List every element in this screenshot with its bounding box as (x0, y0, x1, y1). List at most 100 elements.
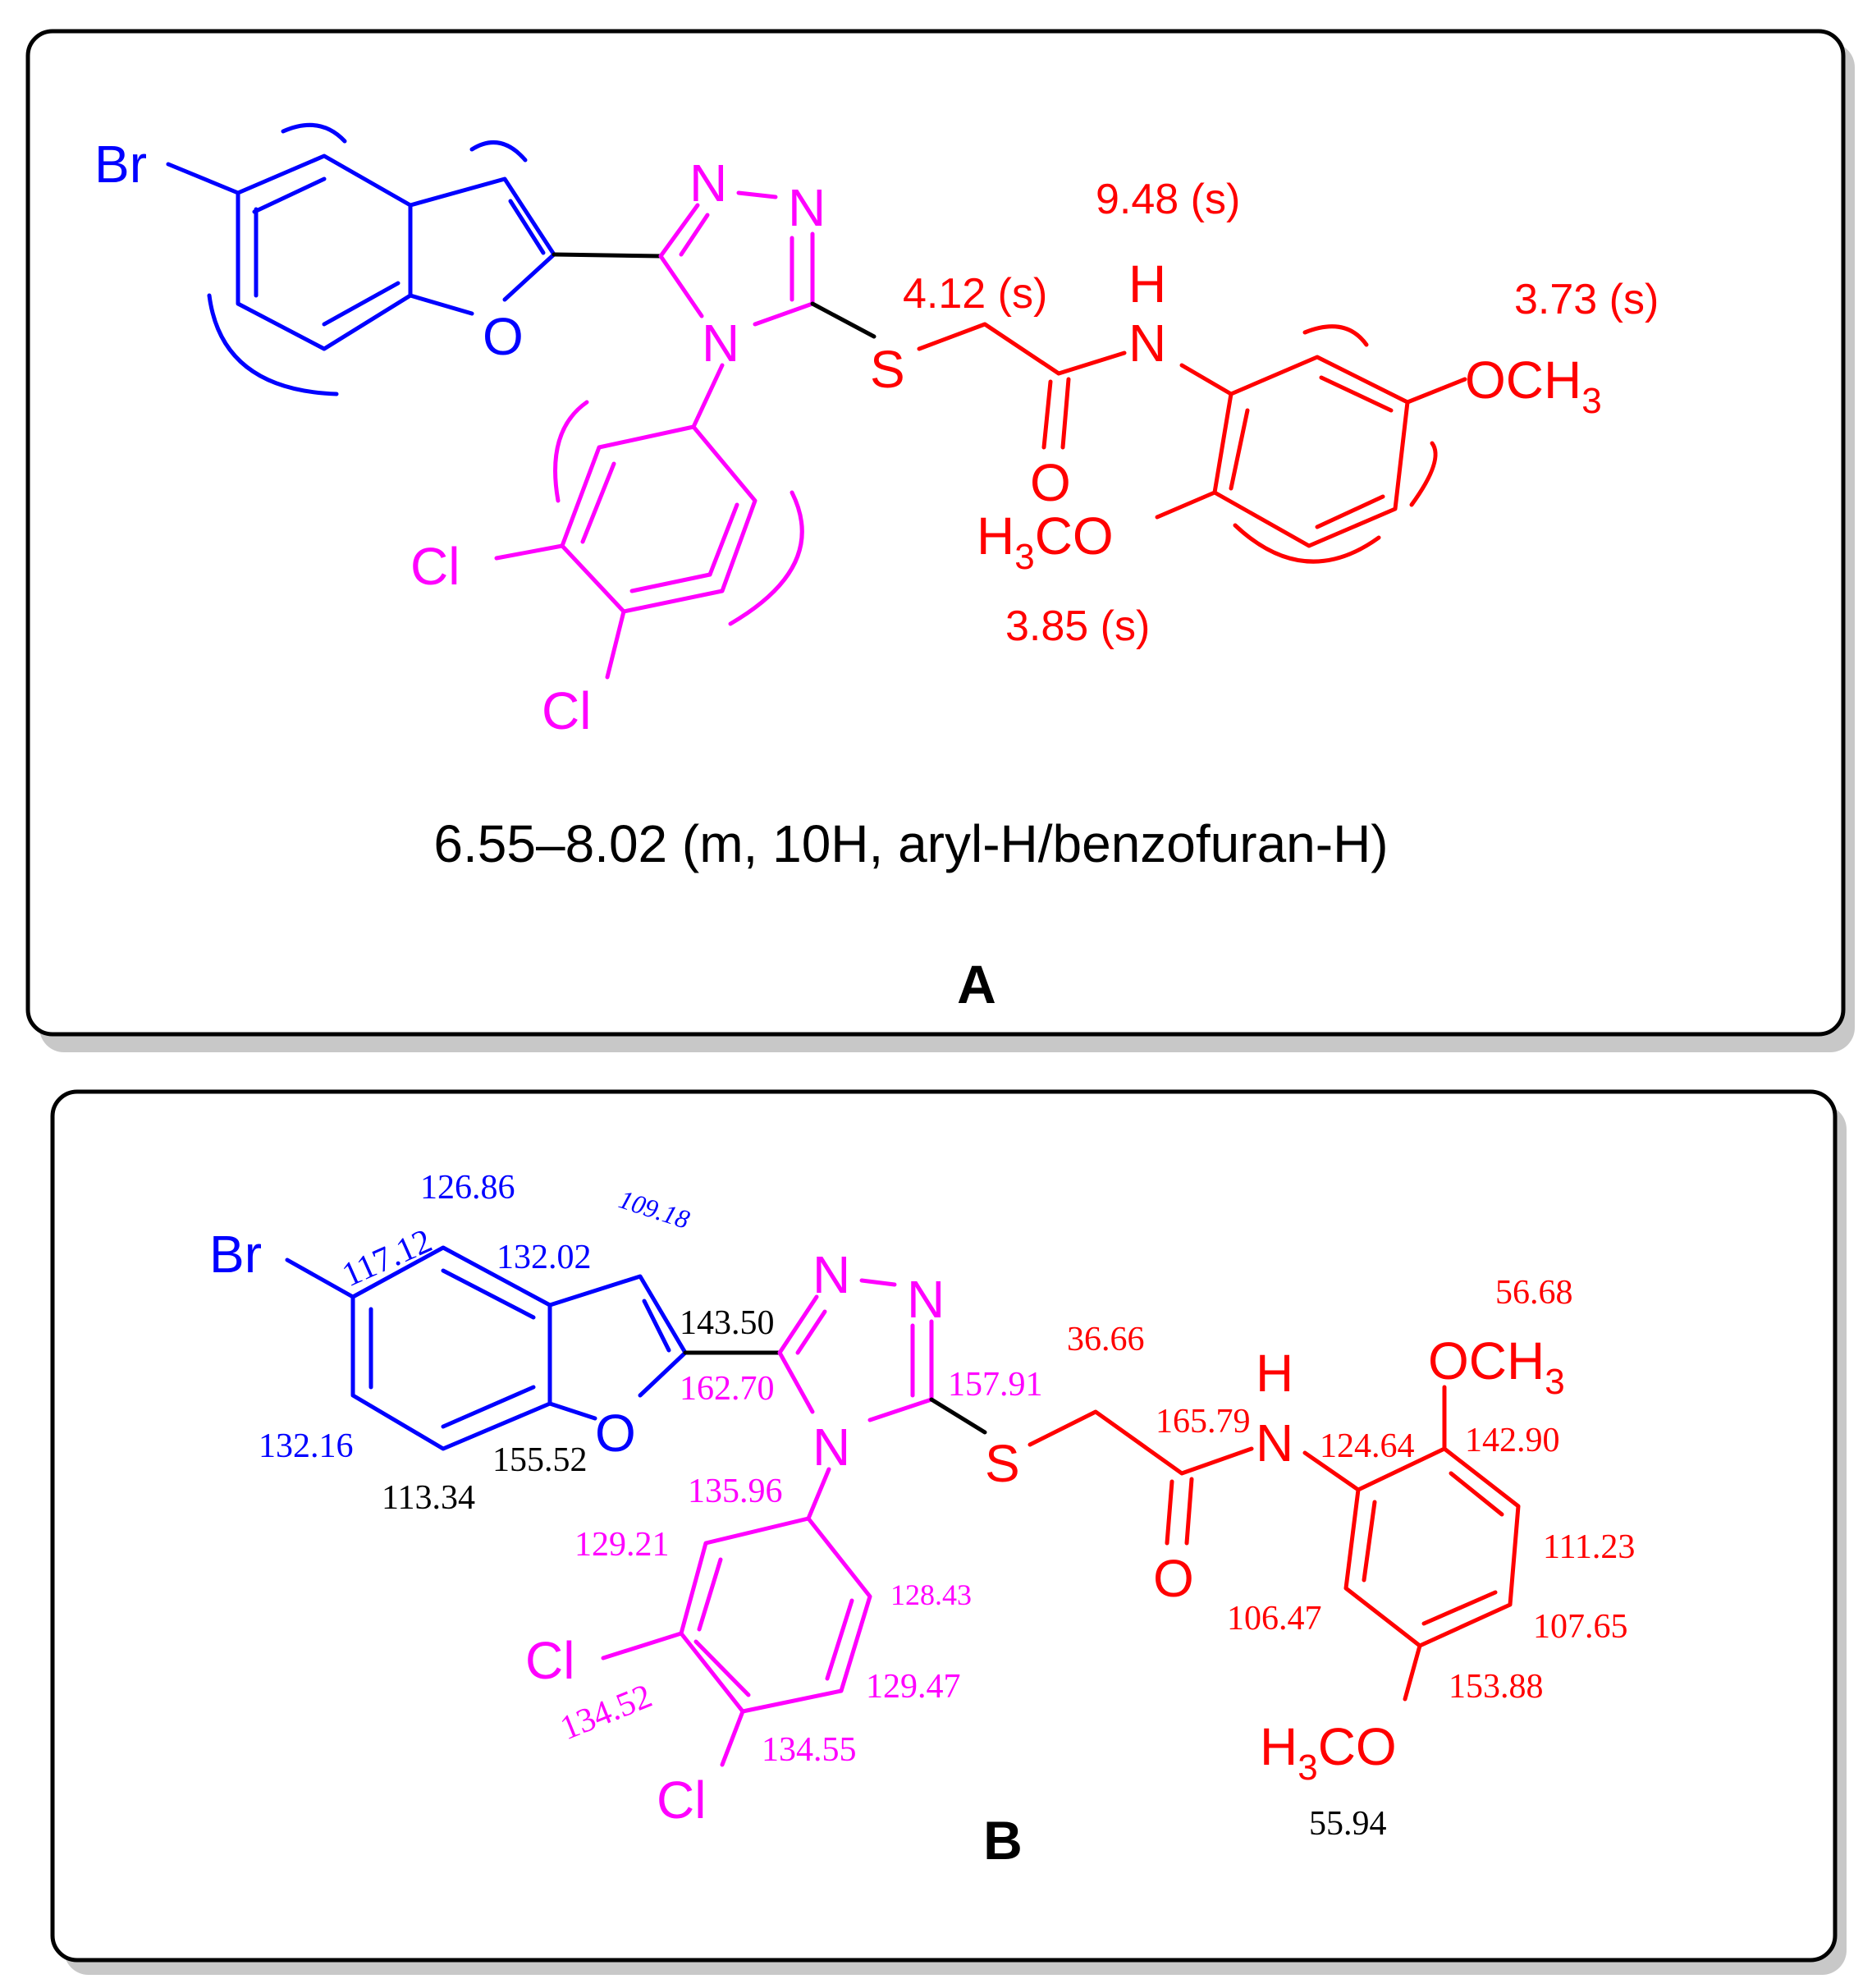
a-atom-nh-n: N (1128, 314, 1166, 373)
a-cl-upper-bond (494, 543, 565, 561)
a-aromatic-summary: 6.55–8.02 (m, 10H, aryl-H/benzofuran-H) (433, 814, 1388, 873)
a-shift-ch2: 4.12 (s) (903, 270, 1047, 318)
b-triazole-ring (777, 1278, 934, 1422)
b-shift-132-02: 132.02 (497, 1239, 592, 1276)
b-triazole (777, 1278, 934, 1521)
b-shift-143-50: 143.50 (680, 1304, 775, 1342)
b-atom-cl-upper: Cl (525, 1631, 574, 1690)
b-shift-135-96: 135.96 (688, 1473, 783, 1510)
a-acetamide (917, 322, 1467, 564)
b-atom-br: Br (209, 1225, 262, 1284)
panel-a: Br O N N N Cl Cl S (25, 29, 1855, 1052)
b-atom-cl-lower: Cl (657, 1770, 706, 1830)
b-shift-106-47: 106.47 (1227, 1600, 1322, 1638)
b-cl-lower-bond (720, 1709, 745, 1767)
a-shift-och3-right: 3.73 (s) (1514, 276, 1659, 323)
a-nh-aryl-bond (1179, 363, 1234, 396)
b-shift-113-34: 113.34 (382, 1479, 475, 1517)
b-acetamide (1028, 1385, 1521, 1702)
a-atom-och3-right: OCH3 (1465, 350, 1602, 421)
a-benzofuran-arc-1 (281, 122, 347, 144)
a-furan-ring (408, 176, 556, 316)
b-benzofuran (285, 1245, 688, 1451)
b-atom-s: S (985, 1434, 1020, 1493)
b-atom-n2: N (907, 1270, 945, 1329)
a-n4-aryl-bond (691, 363, 725, 429)
b-furan-ring (547, 1274, 688, 1421)
b-shift-142-90: 142.90 (1465, 1422, 1560, 1459)
a-s-triazole-bond (810, 301, 876, 339)
b-cl-upper-bond (601, 1631, 684, 1660)
a-atom-cl-lower: Cl (542, 681, 591, 740)
a-br-bond (166, 162, 240, 195)
b-br-bond (285, 1257, 355, 1299)
b-s-triazole-bond (929, 1397, 987, 1435)
b-atom-nh-n: N (1256, 1413, 1293, 1473)
a-benzofuran (166, 122, 556, 396)
b-shift-36-66: 36.66 (1067, 1321, 1145, 1358)
a-och3-right-bond (1405, 377, 1467, 405)
b-shift-153-88: 153.88 (1449, 1668, 1544, 1706)
a-dmp-inner-1 (1229, 408, 1250, 491)
b-ch2-bonds (1028, 1409, 1254, 1476)
a-ch2-bonds (917, 322, 1127, 376)
a-atom-h3co: H3CO (977, 506, 1114, 577)
a-dmp-arc-2 (1233, 523, 1381, 564)
b-atom-n4: N (812, 1418, 850, 1477)
a-atom-n4: N (702, 314, 739, 373)
a-atom-s: S (870, 340, 905, 399)
b-shift-128-43: 128.43 (890, 1578, 972, 1611)
panel-b: Br O N N N Cl Cl S (50, 1089, 1847, 1975)
b-h3co-bond (1403, 1643, 1422, 1702)
b-shift-132-16: 132.16 (259, 1427, 354, 1465)
a-atom-nh-h: H (1128, 254, 1166, 314)
a-dcp-inner-2 (629, 572, 712, 593)
a-dcp-inner-3 (707, 502, 739, 577)
a-triazole-double-1 (679, 213, 710, 257)
b-dcp-inner-1 (697, 1557, 723, 1632)
b-benzene-inner-1 (441, 1268, 536, 1320)
b-dmp-inner-3 (1362, 1500, 1377, 1583)
b-triazole-double-1 (795, 1309, 827, 1355)
b-dichlorophenyl (601, 1516, 872, 1767)
a-h3co-bond (1155, 490, 1217, 520)
b-shift-126-86: 126.86 (420, 1169, 515, 1207)
b-benzene-inner-2 (441, 1385, 536, 1429)
a-panel-label: A (957, 954, 996, 1015)
a-shift-och3-left: 3.85 (s) (1005, 602, 1150, 650)
a-dmp-inner-2 (1315, 494, 1385, 529)
a-atom-n1: N (689, 153, 727, 213)
b-atom-n1: N (812, 1245, 850, 1304)
b-atom-o-furan: O (595, 1404, 636, 1463)
panel-a-frame (25, 29, 1846, 1037)
b-atom-o-carbonyl: O (1153, 1549, 1194, 1608)
a-dmp-inner-3 (1319, 375, 1394, 413)
b-shift-107-65: 107.65 (1533, 1608, 1628, 1646)
a-triazole (658, 190, 815, 429)
a-cl-lower-bond (605, 609, 626, 680)
b-dmp-inner-2 (1421, 1590, 1498, 1626)
b-shift-162-70: 162.70 (680, 1370, 775, 1408)
a-atom-n2: N (788, 178, 826, 237)
a-benzofuran-arc-3 (207, 293, 339, 396)
a-dmp-arc-1 (1302, 324, 1369, 347)
b-shift-129-21: 129.21 (574, 1526, 670, 1564)
b-n4-aryl-bond (806, 1467, 831, 1521)
b-furan-double (642, 1299, 671, 1353)
b-dmp-inner-1 (1449, 1471, 1504, 1517)
a-dcp-arc-2 (728, 490, 804, 626)
b-dcp-inner-3 (825, 1598, 854, 1681)
b-nh-aryl-bond (1302, 1450, 1361, 1492)
a-dichlorophenyl (494, 400, 804, 680)
b-atom-och3-top: OCH3 (1428, 1331, 1565, 1402)
a-furan-double (508, 199, 546, 255)
b-shift-134-55: 134.55 (762, 1731, 857, 1769)
b-shift-55-94: 55.94 (1309, 1805, 1387, 1843)
a-shift-nh: 9.48 (s) (1096, 176, 1240, 223)
b-shift-157-91: 157.91 (948, 1366, 1043, 1404)
a-link-bond (552, 252, 663, 259)
b-shift-111-23: 111.23 (1543, 1528, 1635, 1566)
a-dcp-inner-1 (580, 461, 616, 544)
a-atom-o-carbonyl: O (1030, 453, 1071, 512)
